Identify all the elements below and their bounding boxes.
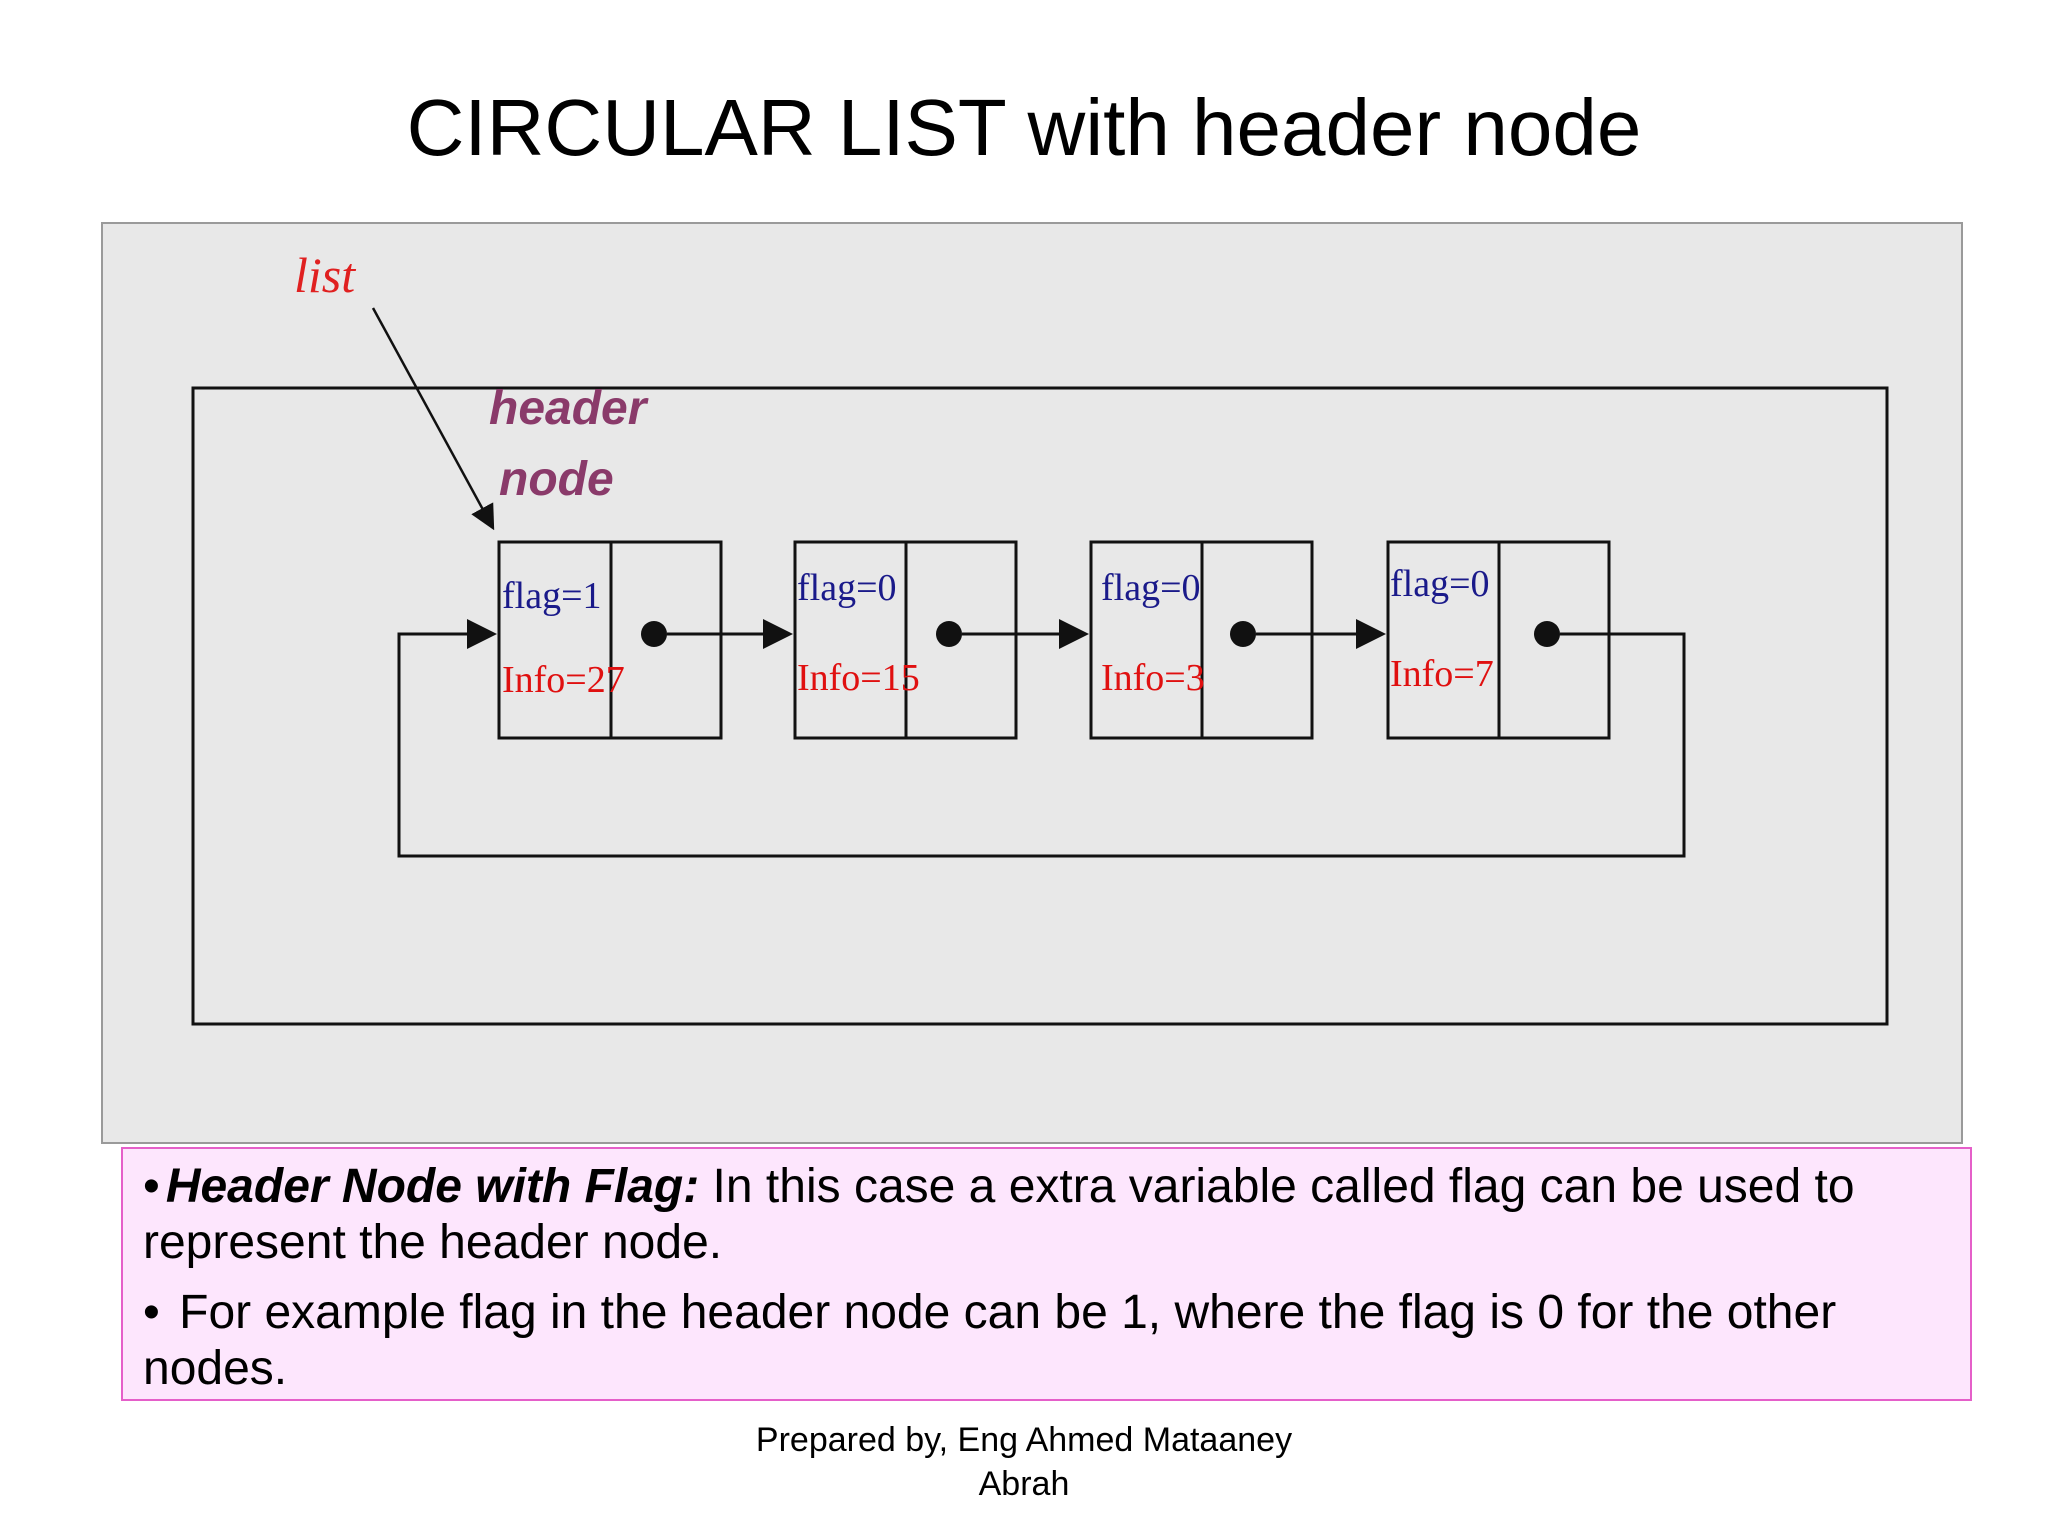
node-flag-label: flag=1	[502, 575, 602, 617]
slide-footer: Prepared by, Eng Ahmed Mataaney Abrah	[624, 1418, 1424, 1506]
notes-box: •Header Node with Flag: In this case a e…	[121, 1147, 1972, 1401]
bullet-icon: •	[143, 1286, 160, 1339]
diagram-frame	[191, 386, 1889, 1026]
node-pointer-dot	[936, 621, 962, 647]
node-data-cell	[1089, 540, 1204, 740]
node-link-cell	[904, 540, 1018, 740]
footer-line: Abrah	[978, 1465, 1070, 1503]
footer-line: Prepared by, Eng Ahmed Mataaney	[755, 1421, 1293, 1459]
node-info-label: Info=15	[797, 657, 920, 699]
note-item: • For example flag in the header node ca…	[143, 1285, 1952, 1397]
list-node: flag=0 Info=15	[793, 540, 1018, 740]
node-data-cell	[497, 540, 613, 740]
circular-return-link	[397, 619, 1686, 858]
node-info-label: Info=7	[1390, 653, 1494, 695]
note-item: •Header Node with Flag: In this case a e…	[143, 1159, 1952, 1271]
node-flag-label: flag=0	[797, 567, 897, 609]
node-pointer-dot	[1534, 621, 1560, 647]
slide-title: CIRCULAR LIST with header node	[406, 83, 1642, 172]
bullet-icon: •	[143, 1160, 160, 1213]
node-flag-label: flag=0	[1101, 567, 1201, 609]
note-heading: Header Node with Flag:	[165, 1160, 700, 1213]
node-link-cell	[609, 540, 723, 740]
note-text: In this case a extra variable called fla…	[143, 1160, 1855, 1269]
list-label: list	[294, 247, 356, 303]
header-label-line2: node	[499, 453, 614, 506]
list-pointer-arrow	[371, 307, 495, 531]
node-flag-label: flag=0	[1390, 563, 1490, 605]
node-link-cell	[1200, 540, 1314, 740]
node-info-label: Info=3	[1101, 657, 1205, 699]
list-node: flag=0 Info=7	[1386, 540, 1611, 740]
node-data-cell	[1386, 540, 1501, 740]
node-info-label: Info=27	[502, 659, 625, 701]
note-text: For example flag in the header node can …	[143, 1286, 1837, 1395]
node-pointer-dot	[641, 621, 667, 647]
node-data-cell	[793, 540, 908, 740]
list-node: flag=1 Info=27	[497, 540, 723, 740]
node-pointer-dot	[1230, 621, 1256, 647]
list-node: flag=0 Info=3	[1089, 540, 1314, 740]
diagram-panel	[101, 222, 1963, 1144]
header-label-line1: header	[489, 382, 649, 435]
